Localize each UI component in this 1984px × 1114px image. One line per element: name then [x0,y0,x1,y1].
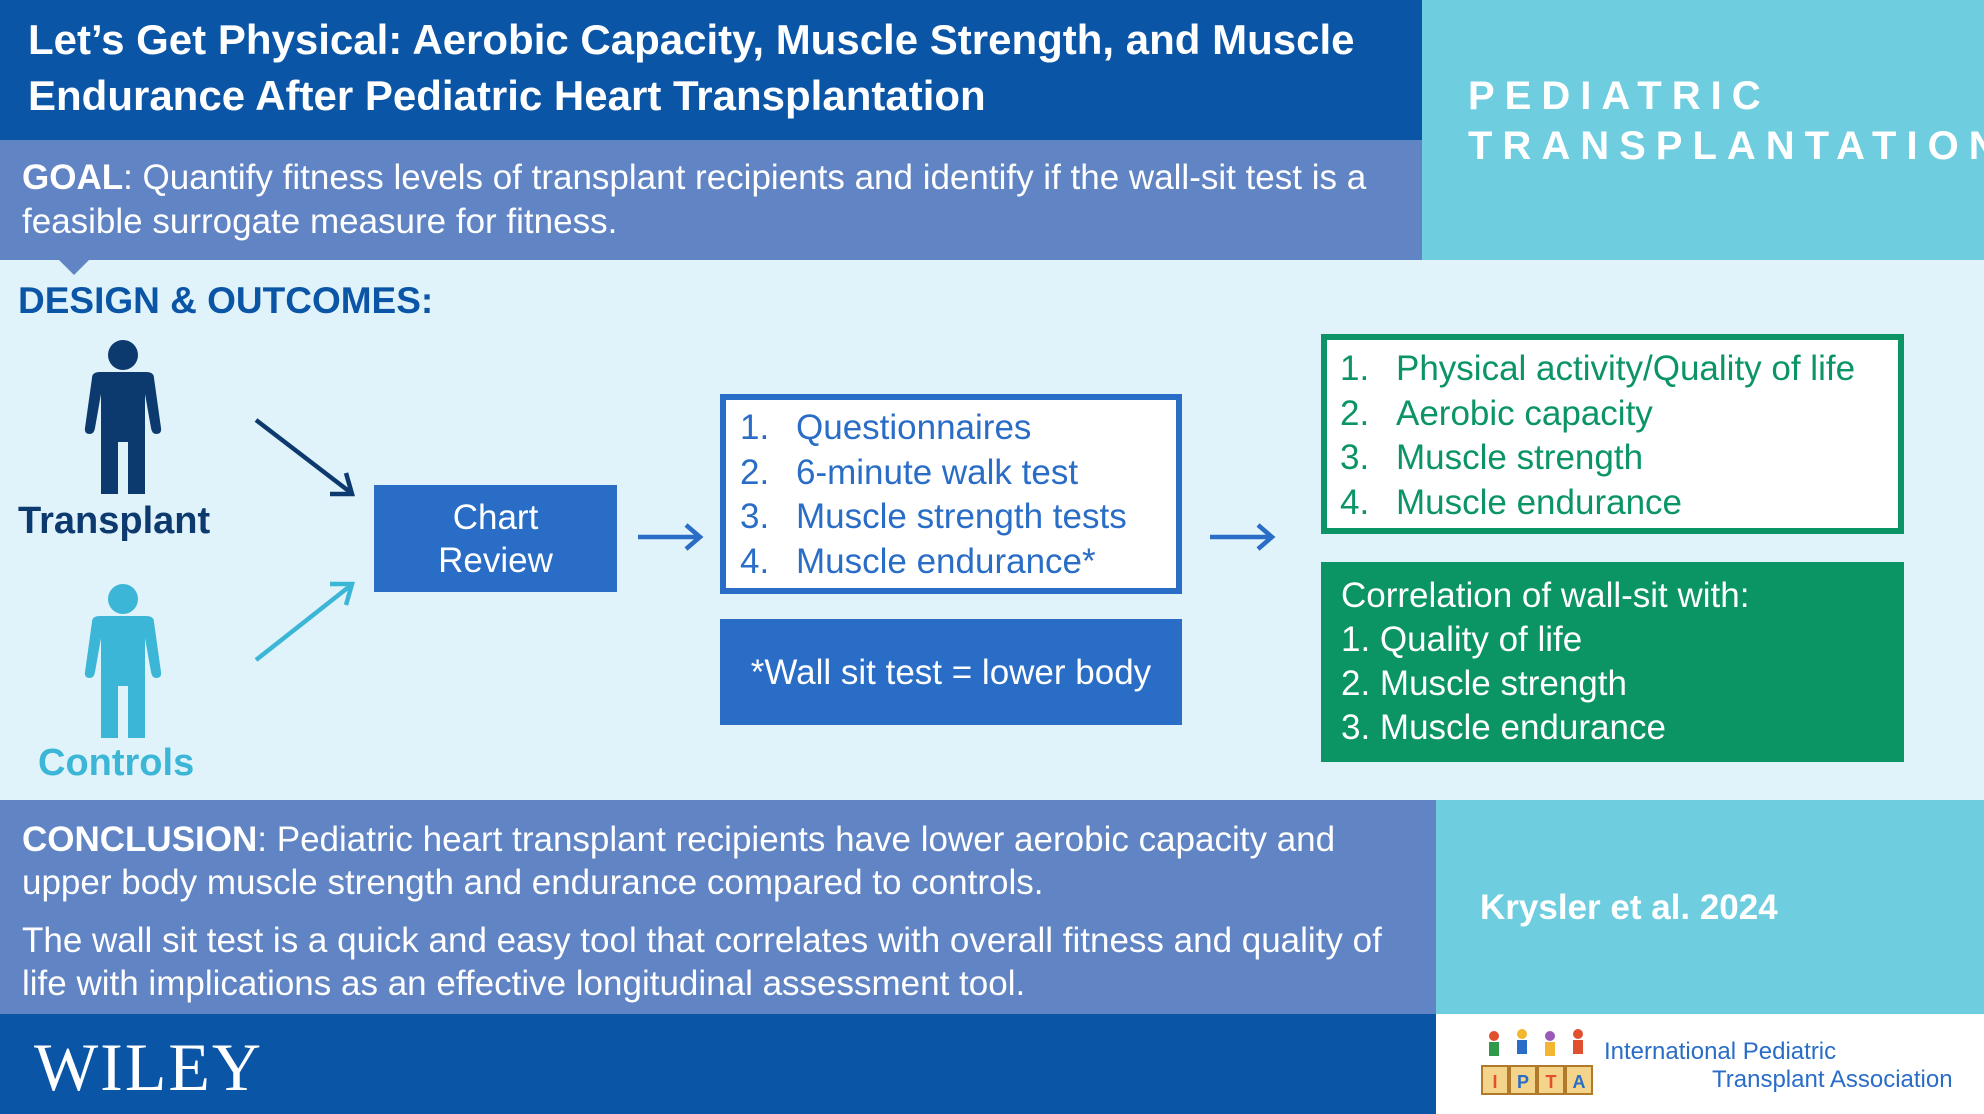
list-item: 2.Aerobic capacity [1340,393,1653,433]
citation-panel [1436,800,1984,1014]
list-item: 1. Quality of life [1341,620,1583,659]
list-item: 3.Muscle strength tests [740,497,1127,536]
journal-name-line1: PEDIATRIC [1468,74,1771,118]
controls-person-icon [84,584,162,738]
footer-association-band [1436,1014,1984,1114]
conclusion-text-2: The wall sit test is a quick and easy to… [22,921,1382,1003]
citation: Krysler et al. 2024 [1480,888,1778,927]
chart-review-line2: Review [438,540,553,580]
list-item: 2.6-minute walk test [740,452,1079,492]
chart-review-box: Chart Review [374,485,617,592]
measures-to-outcomes-arrow [1210,523,1276,551]
design-heading: DESIGN & OUTCOMES: [18,280,434,321]
outcomes-list: 1.Physical activity/Quality of life 2.Ae… [1340,347,1855,525]
association-name-line1: International Pediatric [1604,1038,1837,1065]
list-item: 2. Muscle strength [1341,664,1627,703]
association-name-line2: Transplant Association [1712,1066,1953,1093]
list-item: 1.Physical activity/Quality of life [1340,349,1856,388]
goal-statement: GOAL: Quantify fitness levels of transpl… [22,156,1412,244]
controls-arrow [254,581,355,662]
ipta-block-i: I [1492,1072,1497,1092]
goal-label: GOAL [22,158,124,197]
correlation-box: Correlation of wall-sit with: 1. Quality… [1321,562,1904,762]
outcomes-box [1321,334,1904,534]
list-item: 4.Muscle endurance* [740,541,1096,581]
ipta-block-a: A [1573,1072,1586,1092]
list-item: 3. Muscle endurance [1341,708,1666,747]
page-title: Let’s Get Physical: Aerobic Capacity, Mu… [28,16,1355,119]
list-item: 3.Muscle strength [1340,438,1644,477]
chart-review-line1: Chart [452,497,539,537]
journal-name-line2: TRANSPLANTATION [1468,124,1984,168]
controls-label: Controls [38,742,195,784]
transplant-person-icon [84,340,162,494]
goal-notch [58,259,90,275]
transplant-label: Transplant [18,500,211,542]
list-item: 1.Questionnaires [740,408,1032,447]
wiley-logo: WILEY [34,1029,264,1105]
conclusion-band [0,800,1436,1014]
list-item: 4.Muscle endurance [1340,482,1682,522]
ipta-block-p: P [1517,1072,1529,1092]
measures-list: 1.Questionnaires 2.6-minute walk test 3.… [740,406,1127,584]
conclusion-statement: CONCLUSION: Pediatric heart transplant r… [22,818,1422,904]
goal-band [0,140,1422,260]
ipta-block-t: T [1546,1072,1557,1092]
correlation-heading: Correlation of wall-sit with: [1341,576,1750,615]
transplant-arrow [254,418,355,497]
ipta-logo: I P T A [1481,1029,1593,1095]
journal-panel [1422,0,1984,260]
measures-box [720,394,1182,594]
goal-text: : Quantify fitness levels of transplant … [22,158,1367,241]
wall-sit-note: *Wall sit test = lower body [720,619,1182,725]
footer-publisher-band [0,1014,1436,1114]
conclusion-text-1: : Pediatric heart transplant recipients … [22,820,1336,902]
title-bar [0,0,1422,140]
review-to-measures-arrow [638,523,704,551]
conclusion-label: CONCLUSION [22,820,258,859]
